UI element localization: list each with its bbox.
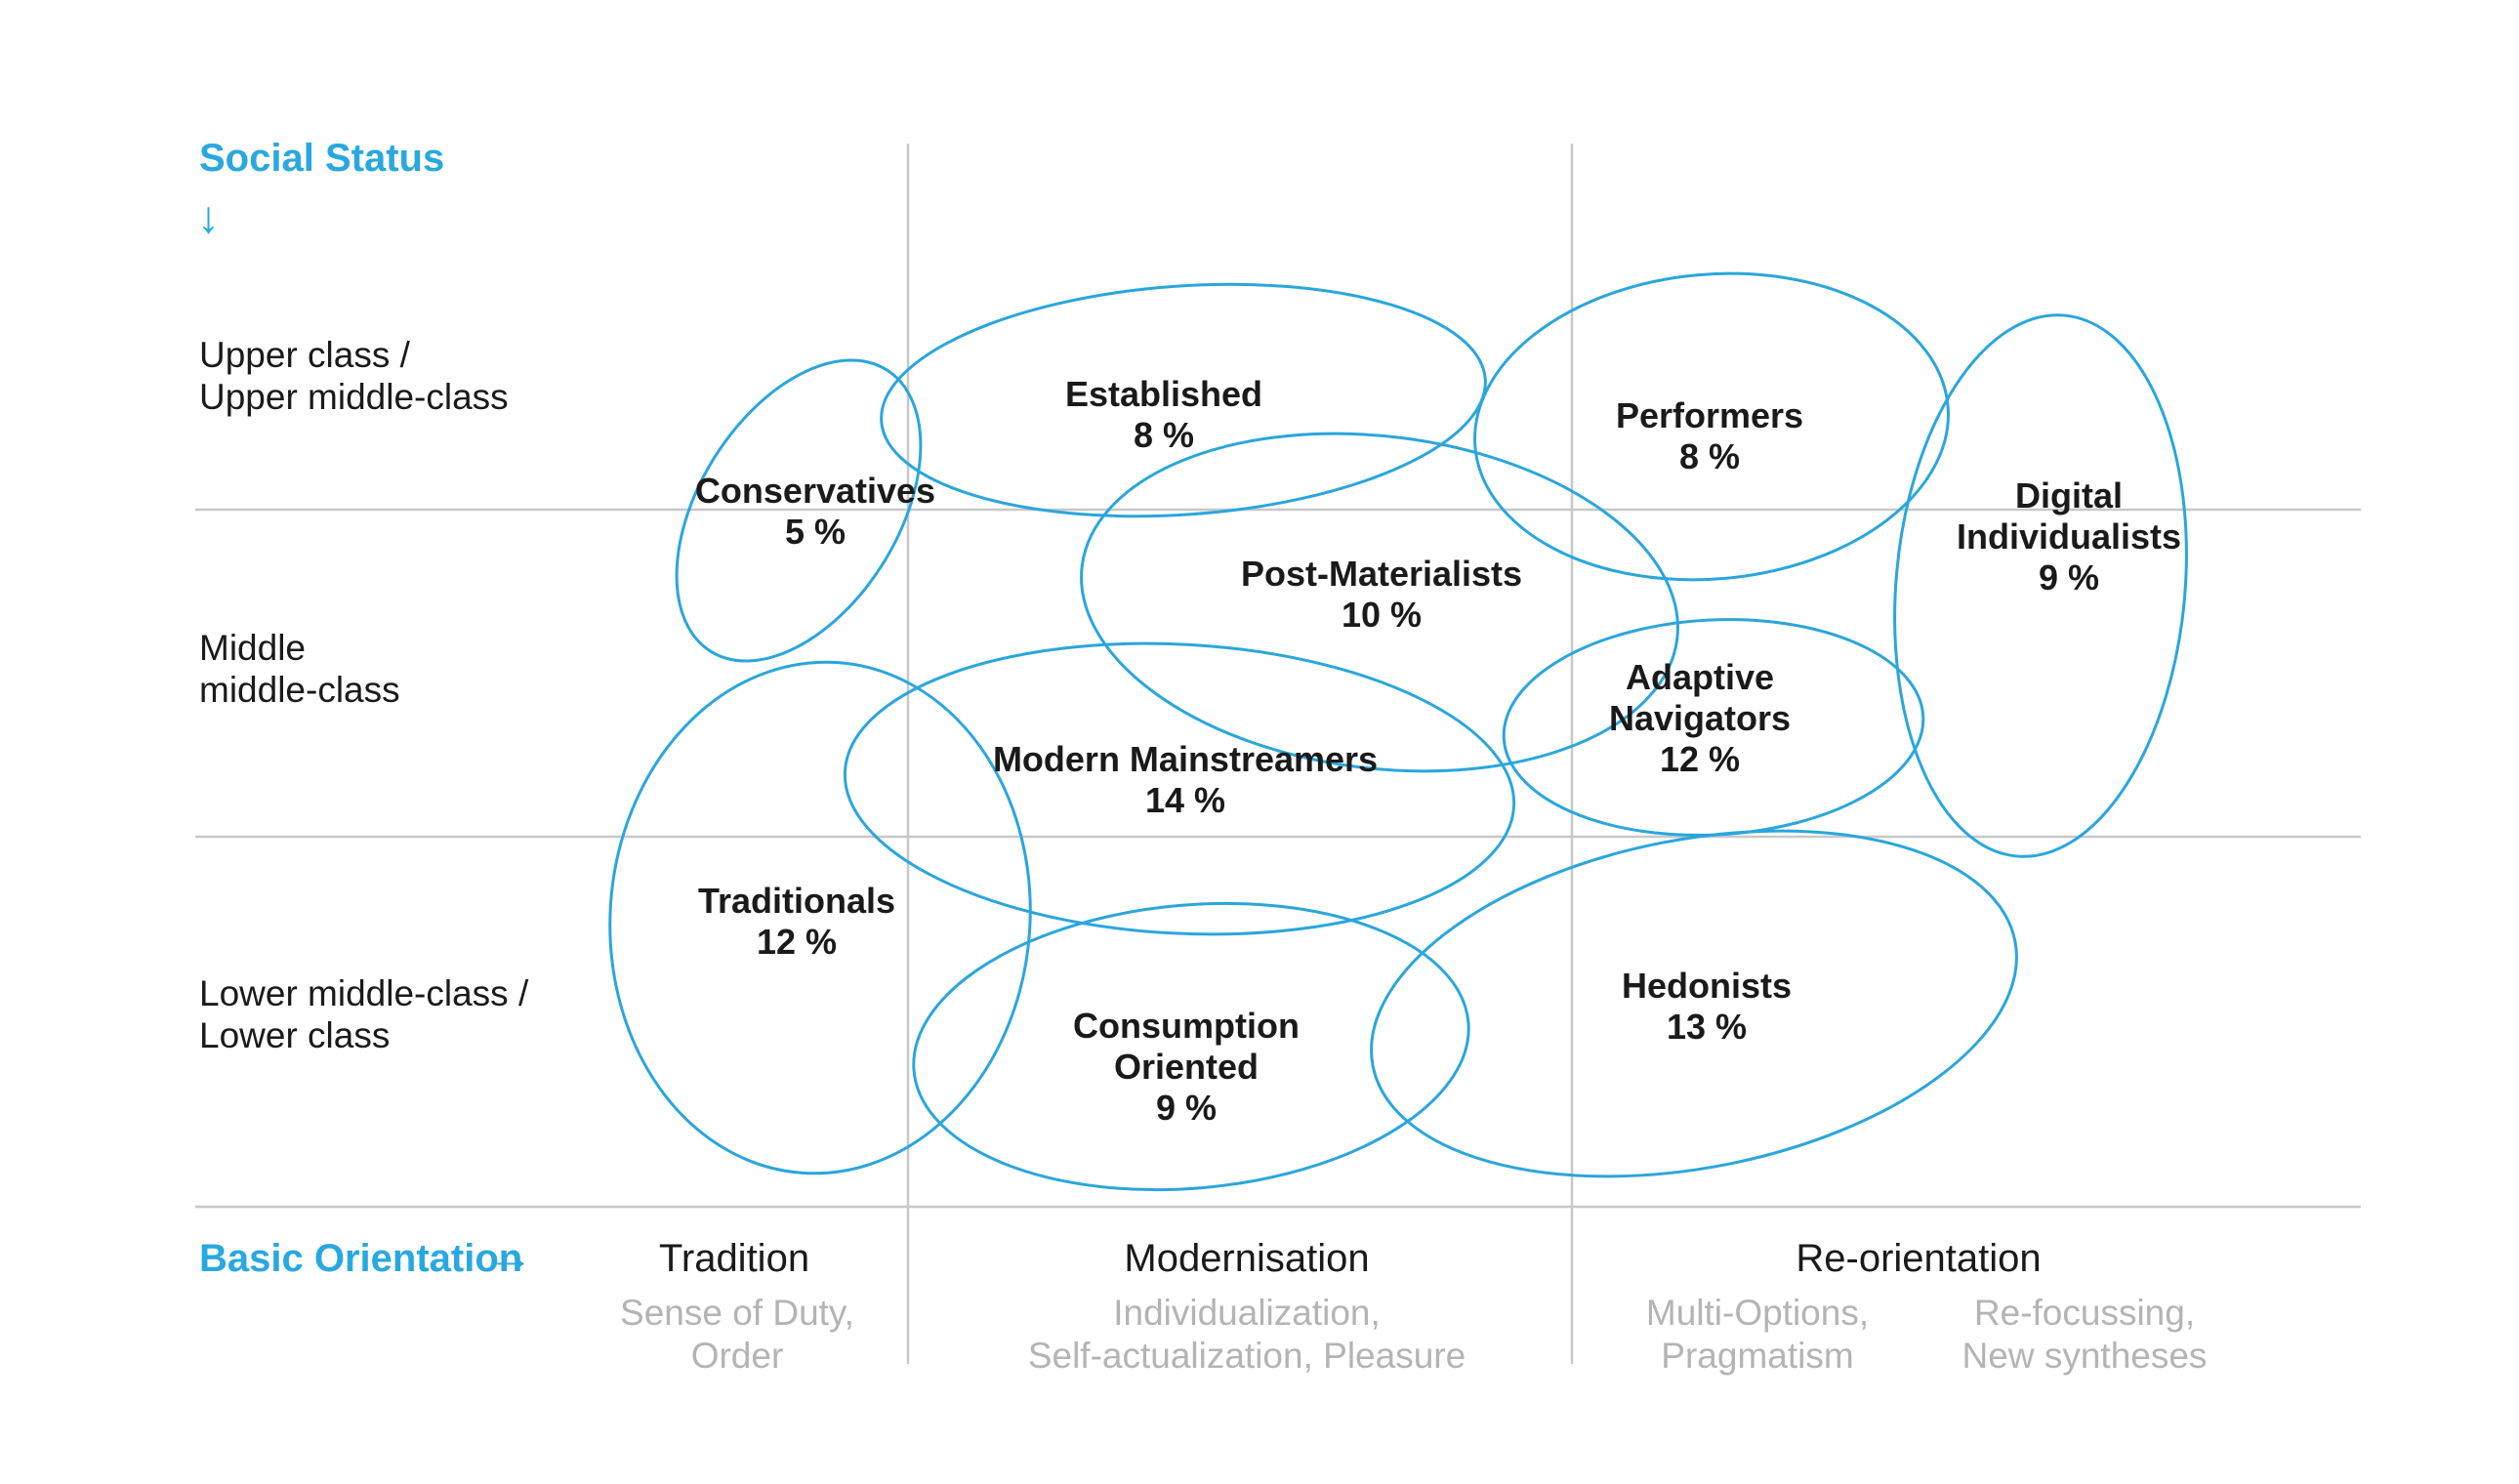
traditionals-blob bbox=[608, 660, 1032, 1175]
x-sublabel-multi-options-line2: Pragmatism bbox=[1661, 1336, 1853, 1376]
consumption-oriented-label-line2: Oriented bbox=[1114, 1047, 1259, 1087]
y-label-lower-line2: Lower class bbox=[199, 1015, 390, 1055]
conservatives-percent: 5 % bbox=[785, 512, 846, 552]
y-label-lower-line1: Lower middle-class / bbox=[199, 973, 529, 1013]
x-sublabel-tradition-line1: Sense of Duty, bbox=[620, 1293, 854, 1333]
x-sublabel-modernisation-line1: Individualization, bbox=[1113, 1293, 1381, 1333]
traditionals-label: Traditionals bbox=[698, 881, 895, 921]
traditionals-percent: 12 % bbox=[757, 922, 837, 962]
digital-individualists-percent: 9 % bbox=[2039, 557, 2099, 598]
down-arrow-icon: ↓ bbox=[197, 191, 220, 242]
post-materialists-blob bbox=[1080, 432, 1679, 773]
right-arrow-icon: → bbox=[488, 1230, 533, 1281]
basic-orientation-title: Basic Orientation bbox=[199, 1237, 522, 1280]
conservatives-label: Conservatives bbox=[695, 471, 935, 511]
x-axis: Basic Orientation → Tradition Modernisat… bbox=[199, 1230, 2207, 1376]
milieu-blobs bbox=[608, 271, 2188, 1192]
milieu-post-materialists: Post-Materialists 10 % bbox=[1241, 554, 1522, 635]
digital-individualists-label-line2: Individualists bbox=[1957, 516, 2181, 556]
y-label-upper-line1: Upper class / bbox=[199, 335, 411, 375]
x-label-modernisation: Modernisation bbox=[1124, 1237, 1369, 1280]
grid bbox=[195, 144, 2361, 1364]
modern-mainstreamers-blob bbox=[843, 641, 1516, 936]
conservatives-blob bbox=[675, 358, 923, 663]
milieu-labels: Conservatives 5 % Established 8 % Perfor… bbox=[695, 374, 2181, 1128]
modern-mainstreamers-percent: 14 % bbox=[1145, 780, 1225, 820]
established-label: Established bbox=[1065, 374, 1262, 414]
milieu-modern-mainstreamers: Modern Mainstreamers 14 % bbox=[993, 739, 1378, 820]
y-axis: Social Status ↓ Upper class / Upper midd… bbox=[197, 137, 529, 1055]
consumption-oriented-label-line1: Consumption bbox=[1073, 1006, 1300, 1046]
performers-label: Performers bbox=[1616, 395, 1803, 435]
hedonists-percent: 13 % bbox=[1667, 1007, 1747, 1047]
post-materialists-label: Post-Materialists bbox=[1241, 554, 1522, 594]
consumption-oriented-blob bbox=[912, 901, 1470, 1192]
milieu-traditionals: Traditionals 12 % bbox=[698, 881, 895, 962]
digital-individualists-label-line1: Digital bbox=[2015, 475, 2123, 515]
x-sublabel-re-focussing-line2: New syntheses bbox=[1962, 1336, 2208, 1376]
y-label-middle-line1: Middle bbox=[199, 628, 306, 668]
x-sublabel-modernisation-line2: Self-actualization, Pleasure bbox=[1028, 1336, 1466, 1376]
x-label-tradition: Tradition bbox=[659, 1237, 809, 1280]
milieu-hedonists: Hedonists 13 % bbox=[1622, 966, 1792, 1047]
milieu-performers: Performers 8 % bbox=[1616, 395, 1803, 476]
social-status-title: Social Status bbox=[199, 137, 444, 180]
x-sublabel-tradition-line2: Order bbox=[691, 1336, 784, 1376]
y-label-upper-line2: Upper middle-class bbox=[199, 377, 509, 417]
performers-percent: 8 % bbox=[1679, 436, 1740, 476]
adaptive-navigators-percent: 12 % bbox=[1660, 739, 1740, 779]
performers-blob bbox=[1473, 271, 1950, 582]
adaptive-navigators-label-line1: Adaptive bbox=[1626, 657, 1774, 697]
modern-mainstreamers-label: Modern Mainstreamers bbox=[993, 739, 1378, 779]
y-label-middle-line2: middle-class bbox=[199, 670, 400, 710]
milieu-conservatives: Conservatives 5 % bbox=[695, 471, 935, 552]
milieu-adaptive-navigators: Adaptive Navigators 12 % bbox=[1609, 657, 1791, 779]
established-percent: 8 % bbox=[1134, 415, 1194, 455]
x-sublabel-multi-options-line1: Multi-Options, bbox=[1646, 1293, 1869, 1333]
post-materialists-percent: 10 % bbox=[1342, 595, 1422, 635]
hedonists-blob bbox=[1370, 829, 2018, 1178]
hedonists-label: Hedonists bbox=[1622, 966, 1792, 1006]
milieu-digital-individualists: Digital Individualists 9 % bbox=[1957, 475, 2181, 598]
digital-individualists-blob bbox=[1893, 313, 2188, 858]
consumption-oriented-percent: 9 % bbox=[1156, 1088, 1217, 1128]
milieu-established: Established 8 % bbox=[1065, 374, 1262, 455]
milieu-consumption-oriented: Consumption Oriented 9 % bbox=[1073, 1006, 1300, 1128]
established-blob bbox=[880, 282, 1487, 518]
adaptive-navigators-label-line2: Navigators bbox=[1609, 698, 1791, 738]
x-sublabel-re-focussing-line1: Re-focussing, bbox=[1974, 1293, 2195, 1333]
x-label-re-orientation: Re-orientation bbox=[1796, 1237, 2041, 1280]
